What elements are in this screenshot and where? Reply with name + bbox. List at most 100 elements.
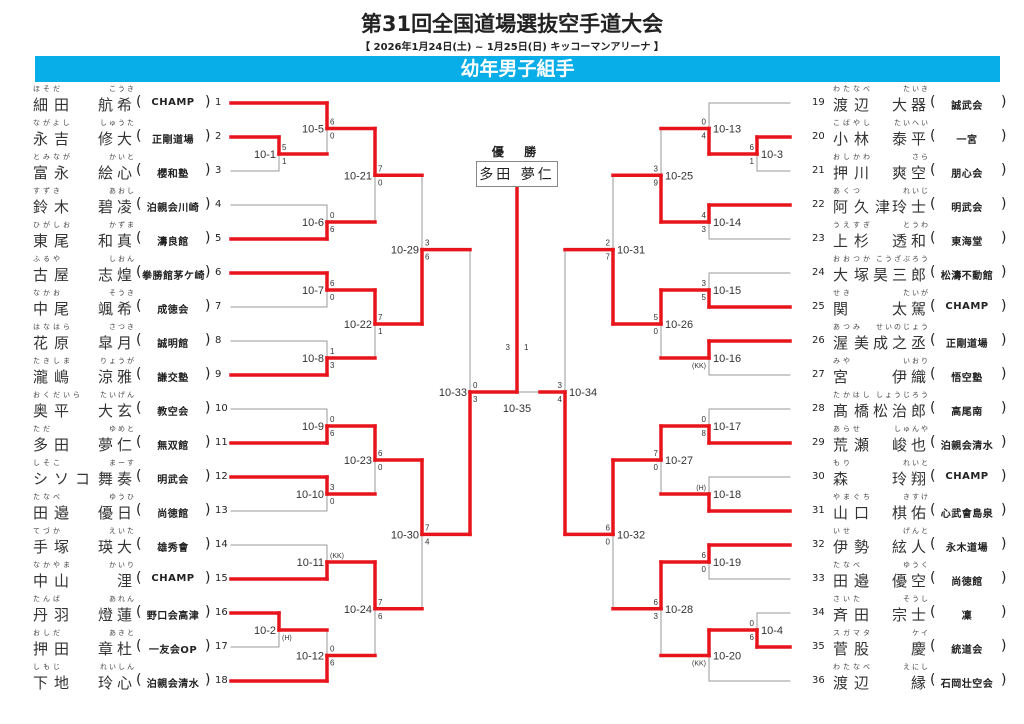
entrant-kana-given: こうざぶろう [876, 255, 930, 263]
entrant-given-name: 昊三郎 [872, 266, 930, 284]
entrant-dojo: 正剛道場 [152, 135, 194, 146]
match-number: 10-28 [665, 604, 693, 616]
entrant-given-name: 玲士 [891, 198, 930, 216]
entrant-seed: 27 [812, 369, 825, 380]
match-number: 10-27 [665, 455, 693, 467]
match-number: 10-3 [761, 149, 783, 161]
entrant-kana-family: うえすぎ [833, 221, 873, 229]
entrant-row: わたなべ渡辺たいき大器(誠武会)19 [808, 83, 1024, 114]
entrant-dojo: 無双館 [157, 441, 189, 452]
entrant-dojo: CHAMP [151, 573, 195, 584]
score-bottom: 4 [558, 395, 563, 404]
match-number: 10-8 [302, 353, 324, 365]
entrant-given-name: 修大 [97, 130, 136, 148]
score-top: 6 [378, 449, 383, 458]
entrant-seed: 34 [812, 607, 825, 618]
entrant-kana-family: とみなが [33, 153, 73, 161]
paren-open: ( [930, 298, 936, 314]
entrant-given-name: 大器 [891, 96, 930, 114]
match-number: 10-18 [713, 489, 741, 501]
paren-close: ) [205, 570, 211, 586]
paren-close: ) [205, 332, 211, 348]
paren-close: ) [1001, 434, 1007, 450]
paren-close: ) [205, 468, 211, 484]
entrant-kana-given: えにし [903, 663, 930, 671]
score-bottom: 3 [702, 225, 707, 234]
decision-note: (KK) [692, 661, 706, 668]
decision-note: (KK) [330, 553, 344, 560]
entrant-row: おおつか大塚こうざぶろう昊三郎(松濤不動館)24 [808, 253, 1024, 284]
match-number: 10-11 [297, 557, 324, 569]
score-top: 7 [378, 313, 383, 322]
score-top: 5 [654, 313, 659, 322]
entrant-dojo: 明武会 [157, 475, 189, 486]
entrant-family-name: 富永 [33, 164, 76, 182]
entrant-dojo: 永木道場 [946, 543, 988, 554]
entrant-dojo: 櫻和塾 [157, 169, 189, 180]
score-bottom: 9 [654, 178, 659, 187]
entrant-seed: 30 [812, 471, 825, 482]
paren-open: ( [136, 128, 142, 144]
paren-close: ) [1001, 162, 1007, 178]
score-top: 7 [378, 164, 383, 173]
score-top: 3 [425, 239, 430, 248]
entrant-seed: 31 [812, 505, 825, 516]
entrant-given-name: 浬 [116, 572, 136, 590]
entrant-family-name: 伊勢 [833, 538, 876, 556]
entrant-seed: 7 [215, 301, 222, 312]
entrant-kana-given: れいと [903, 459, 930, 467]
entrant-given-name: 宗士 [891, 606, 930, 624]
entrant-kana-given: そうし [903, 595, 930, 603]
entrant-kana-family: ながよし [33, 119, 73, 127]
entrant-dojo: 松濤不動館 [940, 271, 994, 282]
match-number: 10-15 [713, 285, 741, 297]
entrant-row: こばやし小林たいへい泰平(一宮)20 [808, 117, 1024, 148]
score-bottom: 1 [282, 157, 287, 166]
paren-open: ( [136, 536, 142, 552]
entrant-dojo: 凜 [961, 611, 973, 622]
entrant-seed: 22 [812, 199, 825, 210]
entrant-row: ながよし永吉しゅうた修大(正剛道場)2 [30, 117, 270, 148]
paren-open: ( [930, 570, 936, 586]
paren-close: ) [1001, 672, 1007, 688]
entrant-family-name: 細田 [33, 96, 76, 114]
entrant-row: とみなが富永かいと絵心(櫻和塾)3 [30, 151, 270, 182]
entrant-given-name: 絵心 [97, 164, 136, 182]
entrant-given-name: 玲心 [97, 674, 136, 692]
entrant-family-name: 下地 [33, 674, 76, 692]
entrant-family-name: 上杉 [833, 232, 876, 250]
paren-close: ) [205, 502, 211, 518]
paren-open: ( [930, 468, 936, 484]
paren-close: ) [205, 196, 211, 212]
entrant-given-name: 絃人 [891, 538, 930, 556]
score-bottom: 0 [330, 497, 335, 506]
entrant-family-name: 森 [833, 470, 855, 488]
entrant-given-name: 伊織 [891, 368, 930, 386]
entrant-kana-family: ただ [33, 425, 53, 433]
score-bottom: 0 [654, 463, 659, 472]
entrant-kana-given: しゅんや [894, 425, 930, 433]
paren-open: ( [136, 298, 142, 314]
entrant-family-name: 荒瀬 [833, 436, 876, 454]
entrant-kana-family: しもじ [33, 663, 63, 671]
entrant-kana-given: まーす [109, 459, 136, 467]
entrant-kana-family: おくだいら [33, 391, 83, 399]
entrant-kana-given: とうわ [903, 221, 930, 229]
champion-name: 多田 夢仁 [476, 161, 558, 187]
paren-open: ( [136, 468, 142, 484]
entrant-seed: 3 [215, 165, 222, 176]
entrant-seed: 9 [215, 369, 222, 380]
entrant-family-name: 東尾 [33, 232, 76, 250]
entrant-row: うえすぎ上杉とうわ透和(東海堂)23 [808, 219, 1024, 250]
entrant-row: あらせ荒瀬しゅんや峻也(泊親会清水)29 [808, 423, 1024, 454]
paren-open: ( [136, 196, 142, 212]
entrant-row: もり森れいと玲翔(CHAMP)30 [808, 457, 1024, 488]
paren-open: ( [136, 604, 142, 620]
match-number: 10-24 [344, 604, 372, 616]
entrant-kana-given: そうき [109, 289, 136, 297]
paren-close: ) [205, 434, 211, 450]
match-number: 10-9 [302, 421, 324, 433]
entrant-dojo: 成徳会 [157, 305, 189, 316]
score-bottom: 0 [702, 565, 707, 574]
entrant-seed: 33 [812, 573, 825, 584]
